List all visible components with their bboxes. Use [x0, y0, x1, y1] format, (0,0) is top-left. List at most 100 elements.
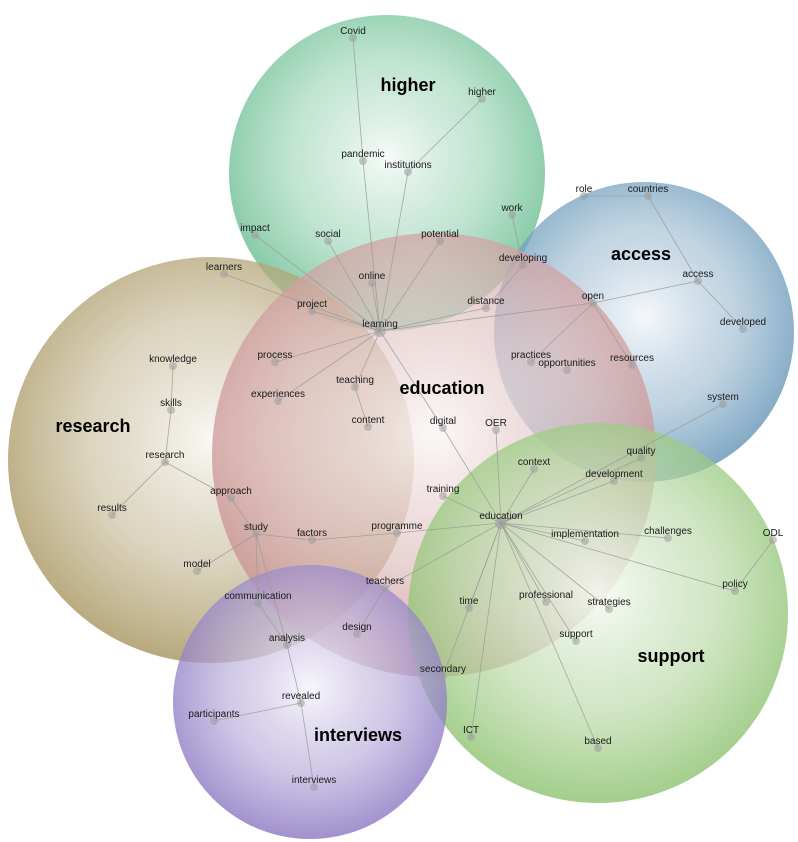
node-policy	[731, 587, 739, 595]
node-content	[364, 423, 372, 431]
edge-education-professional	[500, 522, 547, 603]
term-label-ict: ICT	[463, 725, 479, 736]
cluster-title-interviews: interviews	[314, 725, 402, 745]
edge-development-education	[500, 480, 615, 524]
node-odl	[769, 536, 777, 544]
term-label-practices: practices	[511, 350, 551, 361]
node-social	[324, 237, 332, 245]
edge-quality-education	[500, 457, 642, 524]
edge-open-access	[592, 280, 699, 304]
node-teaching	[351, 383, 359, 391]
edge-teaching-content	[354, 386, 369, 428]
term-label-higher: higher	[468, 87, 496, 98]
term-label-context: context	[518, 457, 550, 468]
term-label-resources: resources	[610, 353, 654, 364]
node-potential	[436, 237, 444, 245]
term-label-opportunities: opportunities	[538, 358, 595, 369]
edge-digital-education	[442, 427, 502, 524]
network-nodes	[108, 34, 777, 791]
node-factors	[308, 536, 316, 544]
node-implementation	[581, 537, 589, 545]
node-opportunities	[563, 366, 571, 374]
term-label-skills: skills	[160, 398, 182, 409]
term-label-work: work	[500, 203, 523, 214]
edge-impact-learning	[254, 234, 381, 332]
node-time	[465, 604, 473, 612]
node-analysis	[283, 641, 291, 649]
term-label-experiences: experiences	[251, 389, 305, 400]
cluster-title-education: education	[399, 378, 484, 398]
edge-pandemic-learning	[362, 160, 381, 332]
edge-covid-pandemic	[352, 37, 364, 162]
edge-education-secondary	[442, 522, 502, 677]
term-label-support: support	[559, 629, 593, 640]
node-work	[508, 211, 516, 219]
term-label-impact: impact	[240, 223, 270, 234]
term-label-potential: potential	[421, 229, 459, 240]
term-label-knowledge: knowledge	[149, 354, 197, 365]
node-interviews	[310, 783, 318, 791]
node-open	[589, 299, 597, 307]
cluster-circles	[8, 15, 794, 839]
edge-learners-learning	[223, 273, 381, 332]
node-knowledge	[169, 362, 177, 370]
term-label-professional: professional	[519, 590, 573, 601]
term-label-design: design	[342, 622, 371, 633]
term-label-research: research	[146, 450, 185, 461]
edge-social-learning	[327, 240, 381, 332]
node-institutions	[404, 168, 412, 176]
node-distance	[482, 304, 490, 312]
node-communication	[254, 599, 262, 607]
edge-knowledge-skills	[170, 365, 174, 411]
edge-study-model	[196, 533, 257, 572]
term-label-process: process	[257, 350, 292, 361]
edge-programme-factors	[311, 532, 398, 541]
edge-open-practices	[530, 302, 594, 363]
term-label-factors: factors	[297, 528, 327, 539]
edge-education-based	[500, 522, 599, 749]
edge-study-communication	[255, 533, 259, 604]
edge-communication-analysis	[257, 602, 288, 646]
edge-skills-research	[164, 409, 172, 463]
edge-learning-digital	[379, 330, 444, 429]
term-label-time: time	[460, 596, 479, 607]
term-label-distance: distance	[467, 296, 505, 307]
term-label-quality: quality	[627, 446, 656, 457]
node-system	[719, 400, 727, 408]
term-label-open: open	[582, 291, 604, 302]
node-project	[308, 307, 316, 315]
edge-education-ict	[470, 522, 502, 738]
edge-distance-developing	[485, 264, 524, 309]
cluster-title-support: support	[638, 646, 705, 666]
edge-oer-education	[495, 429, 502, 524]
term-label-pandemic: pandemic	[341, 149, 384, 160]
node-practices	[527, 358, 535, 366]
edge-process-learning	[274, 330, 381, 363]
term-label-analysis: analysis	[269, 633, 305, 644]
edge-study-factors	[255, 533, 313, 541]
edge-education-challenges	[500, 522, 669, 539]
cluster-circle-interviews	[173, 565, 447, 839]
node-countries	[644, 192, 652, 200]
term-label-learning: learning	[362, 319, 398, 330]
term-label-policy: policy	[722, 579, 748, 590]
term-label-model: model	[183, 559, 210, 570]
edge-revealed-interviews	[300, 702, 315, 788]
term-label-participants: participants	[188, 709, 239, 720]
term-label-implementation: implementation	[551, 529, 619, 540]
cluster-title-access: access	[611, 244, 671, 264]
node-professional	[542, 598, 550, 606]
node-secondary	[439, 672, 447, 680]
edge-access-countries	[647, 195, 699, 282]
term-label-secondary: secondary	[420, 664, 466, 675]
edge-work-developing	[511, 214, 524, 266]
node-skills	[167, 406, 175, 414]
node-oer	[492, 426, 500, 434]
term-label-challenges: challenges	[644, 526, 692, 537]
edge-access-developed	[697, 280, 744, 330]
term-label-strategies: strategies	[587, 597, 630, 608]
edge-system-education	[500, 403, 724, 524]
term-label-system: system	[707, 392, 739, 403]
edge-research-results	[111, 461, 166, 516]
